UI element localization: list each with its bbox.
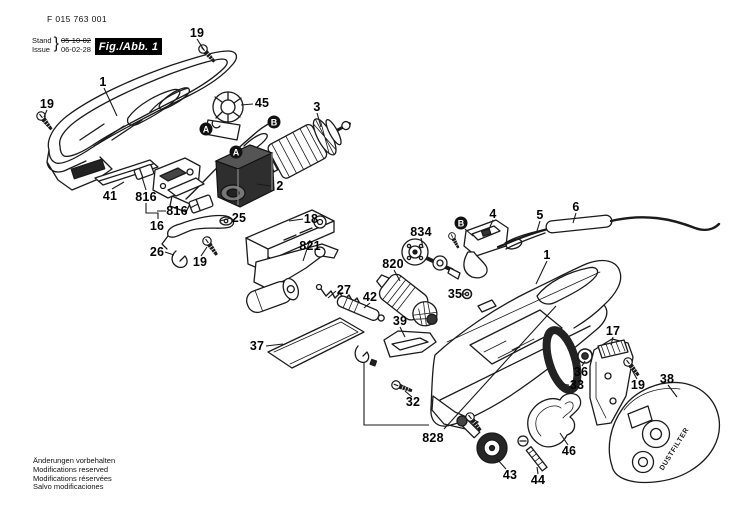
disclaimer-line-fr: Modifications réservées bbox=[33, 473, 112, 483]
seal-46-drawing bbox=[527, 392, 582, 448]
roller-cover-821-drawing bbox=[245, 243, 339, 314]
switch-4-drawing bbox=[463, 219, 509, 279]
fan-baffle-45-drawing bbox=[204, 91, 244, 141]
issue-label: Issue bbox=[32, 45, 50, 54]
revision-brace: } bbox=[53, 35, 59, 52]
dust-cover-38-drawing: DUSTFILTER bbox=[608, 381, 721, 484]
disclaimer-line-en: Modifications reserved bbox=[33, 464, 109, 474]
belt-cover-17-drawing bbox=[589, 338, 634, 426]
sanding-plate-37-drawing bbox=[267, 317, 365, 369]
brush-holder-16-drawing bbox=[152, 157, 205, 213]
bushing-36-drawing bbox=[577, 348, 593, 364]
roller-43-drawing bbox=[456, 415, 508, 464]
clamp-26-drawing bbox=[171, 250, 188, 269]
document-number: F 015 763 001 bbox=[47, 14, 108, 24]
bracket-18-drawing bbox=[245, 209, 335, 275]
carbon-brush-816-b-drawing bbox=[188, 194, 214, 214]
figure-label-badge: Fig./Abb. 1 bbox=[95, 38, 162, 55]
disclaimer-line-de: Änderungen vorbehalten bbox=[33, 456, 116, 465]
clip-828-drawing bbox=[354, 345, 378, 367]
issue-date: 06-02-28 bbox=[60, 45, 91, 54]
drive-belt-33-drawing bbox=[542, 326, 582, 394]
lower-housing-drawing bbox=[430, 259, 622, 431]
shoe-39-drawing bbox=[383, 330, 437, 358]
superseded-date: 05-10-02 bbox=[60, 36, 91, 45]
stand-label: Stand bbox=[32, 36, 52, 45]
stator-2-drawing bbox=[214, 144, 275, 208]
disclaimer-block: Änderungen vorbehalten Modifications res… bbox=[33, 456, 116, 492]
lever-25-drawing bbox=[161, 214, 235, 250]
carbon-brush-816-a-drawing bbox=[133, 164, 155, 180]
drive-roller-820-drawing bbox=[376, 273, 438, 327]
screw-44-drawing bbox=[517, 435, 548, 472]
pulley-834-drawing bbox=[401, 238, 461, 280]
pin-42-drawing bbox=[336, 295, 385, 322]
cable-grommet-5-drawing bbox=[504, 229, 546, 250]
upper-housing-drawing bbox=[46, 50, 238, 191]
leader-lines bbox=[43, 38, 678, 475]
revision-block: Stand Issue } 05-10-02 06-02-28 bbox=[32, 35, 91, 54]
power-cable-6-drawing bbox=[496, 214, 721, 249]
disclaimer-line-es: Salvo modificaciones bbox=[33, 482, 104, 492]
